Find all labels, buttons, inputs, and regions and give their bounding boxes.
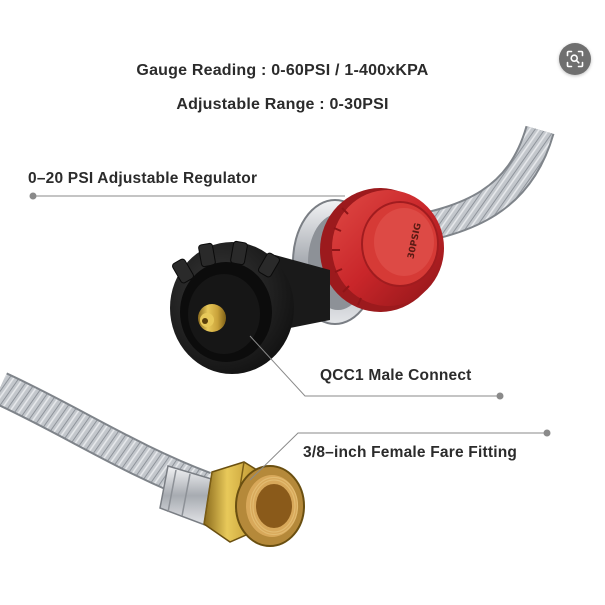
visual-search-icon (566, 50, 584, 68)
adjustable-range-spec: Adjustable Range : 0-30PSI (176, 96, 389, 113)
red-regulator-knob (320, 188, 444, 312)
callout-regulator-label: 0–20 PSI Adjustable Regulator (28, 170, 258, 187)
gauge-reading-spec: Gauge Reading : 0-60PSI / 1-400xKPA (136, 62, 429, 79)
callout-fitting-label: 3/8–inch Female Fare Fitting (303, 444, 518, 461)
callout-leaders (29, 192, 551, 481)
visual-search-button[interactable] (559, 43, 591, 75)
qcc1-black-connector (170, 240, 330, 374)
brass-hex-fitting (203, 461, 305, 547)
callout-qcc1-label: QCC1 Male Connect (320, 367, 472, 384)
chrome-ferrule (159, 465, 216, 527)
